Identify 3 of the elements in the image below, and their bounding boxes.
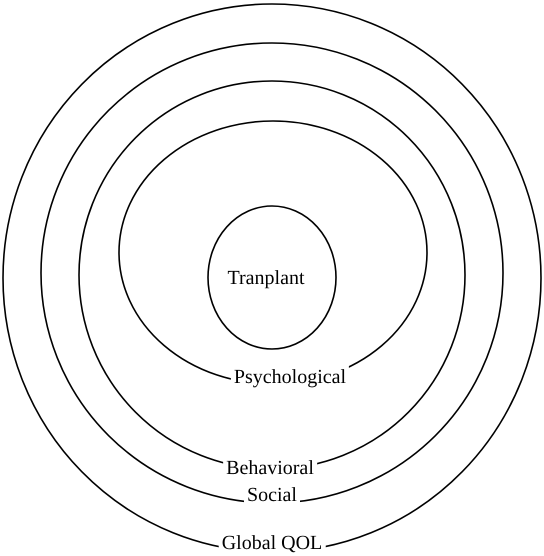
- ring-label: Global QOL: [218, 532, 326, 554]
- ring-label: Social: [244, 484, 300, 506]
- ring-label: Psychological: [230, 366, 350, 388]
